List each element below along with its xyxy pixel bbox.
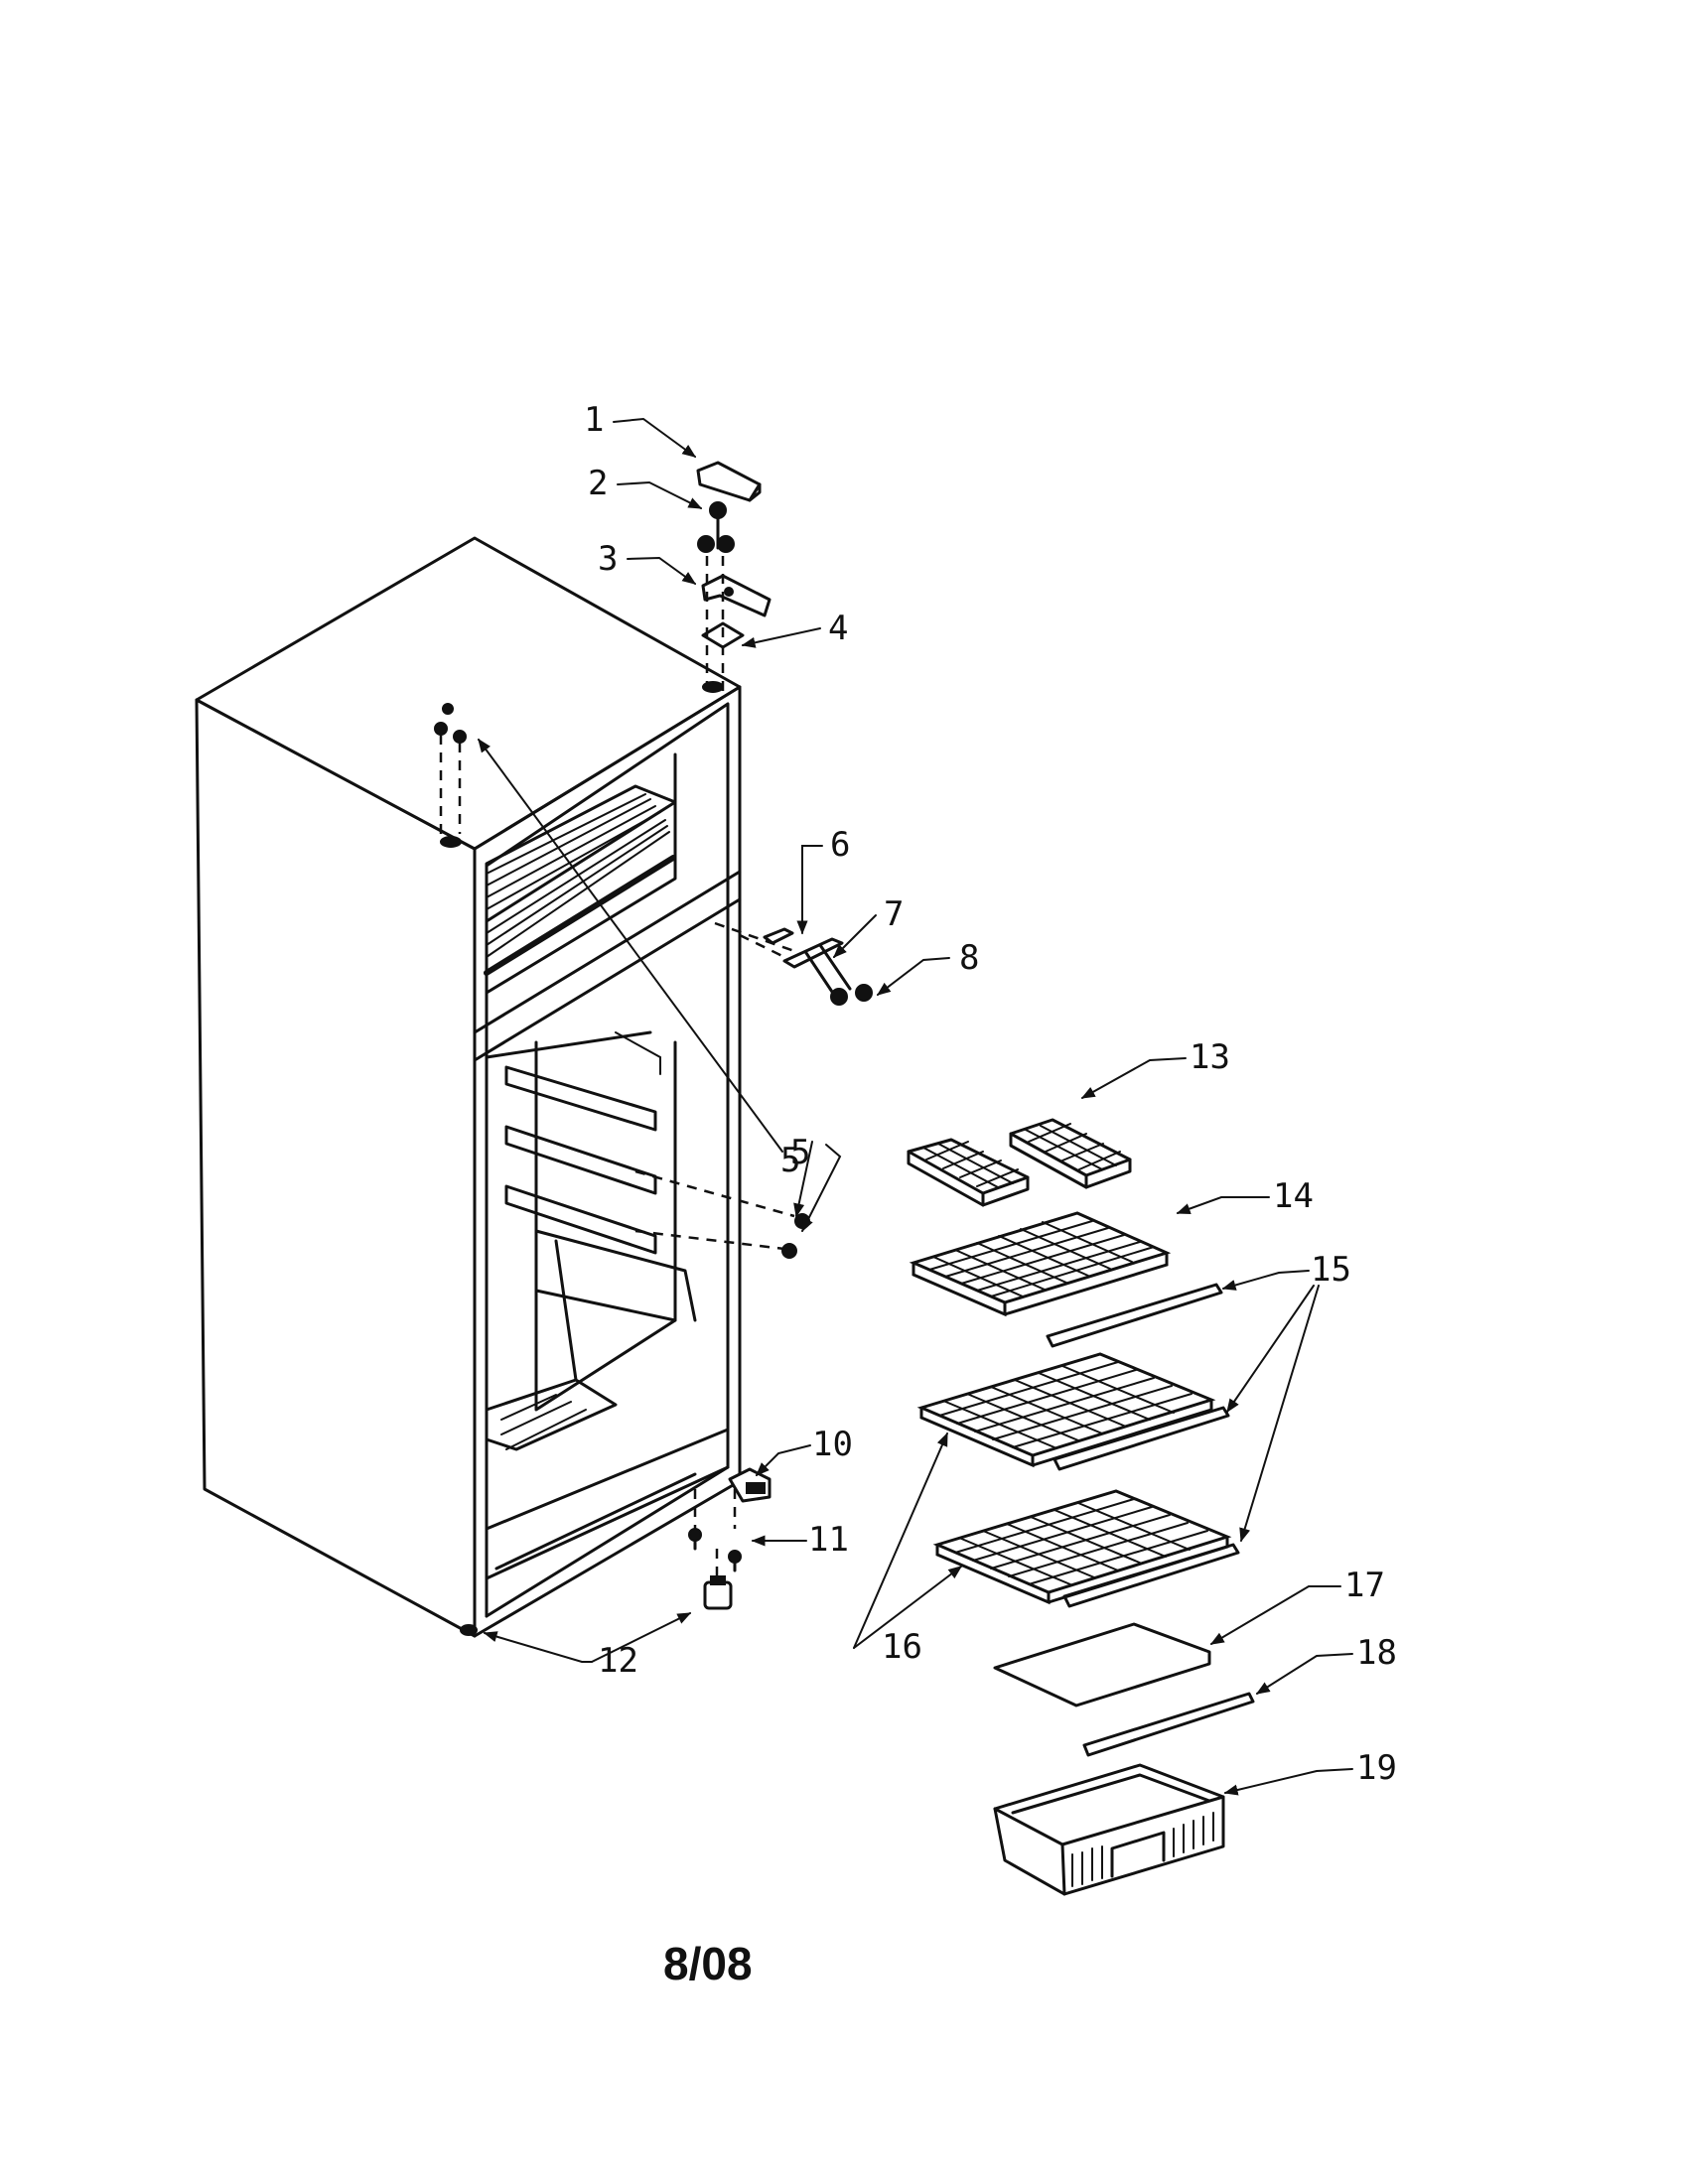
- callout-label-10: 10: [812, 1425, 853, 1464]
- crisper-drawer: [993, 1763, 1225, 1896]
- callout-label-13: 13: [1190, 1037, 1230, 1077]
- cabinet: [195, 536, 742, 1638]
- callout-leaders: [478, 417, 1353, 1796]
- callout-label-4: 4: [828, 609, 848, 648]
- callout-label-11: 11: [808, 1520, 849, 1560]
- crisper-cover: [993, 1622, 1211, 1707]
- callout-label-19: 19: [1356, 1748, 1397, 1788]
- callout-label-17: 17: [1344, 1566, 1385, 1605]
- hinge-screws: [697, 501, 735, 553]
- wire-shelf-lower: [932, 1489, 1232, 1605]
- top-hinge: [701, 574, 772, 617]
- callout-label-8: 8: [959, 938, 979, 978]
- door-hinge-pins: [434, 703, 467, 848]
- callout-label-5a: 5: [780, 1141, 800, 1180]
- wire-shelf-upper: [916, 1352, 1216, 1468]
- callout-label-14: 14: [1273, 1176, 1314, 1216]
- ice-tray-right: [1009, 1118, 1132, 1189]
- callout-label-6: 6: [830, 825, 850, 865]
- callout-label-3: 3: [598, 539, 618, 579]
- freezer-wire-shelf: [484, 784, 677, 976]
- revision-date-code: 8/08: [663, 1938, 753, 1989]
- crisper-floor-ribs: [500, 1394, 587, 1450]
- ice-tray-left: [907, 1138, 1030, 1207]
- leveling-leg: [703, 1549, 733, 1610]
- shelf-rails: [485, 1030, 661, 1255]
- callout-label-15: 15: [1311, 1250, 1351, 1290]
- callout-label-18: 18: [1356, 1633, 1397, 1673]
- bottom-hinge: [728, 1467, 772, 1503]
- callout-label-12: 12: [598, 1641, 638, 1681]
- callout-label-2: 2: [588, 464, 608, 503]
- crisper-cover-frame: [1082, 1692, 1255, 1757]
- middle-hinge-assembly: [714, 921, 873, 1006]
- callout-label-7: 7: [884, 894, 904, 934]
- bottom-hinge-screws: [688, 1489, 742, 1572]
- callout-label-1: 1: [584, 400, 604, 440]
- callout-label-5b: 5: [790, 1133, 810, 1172]
- shelf-screws: [634, 1169, 810, 1259]
- callout-label-16: 16: [882, 1627, 922, 1667]
- freezer-shelf-part: [909, 1211, 1172, 1317]
- top-hinge-cover: [696, 461, 762, 502]
- shelf-trim-rail-1: [1046, 1283, 1223, 1348]
